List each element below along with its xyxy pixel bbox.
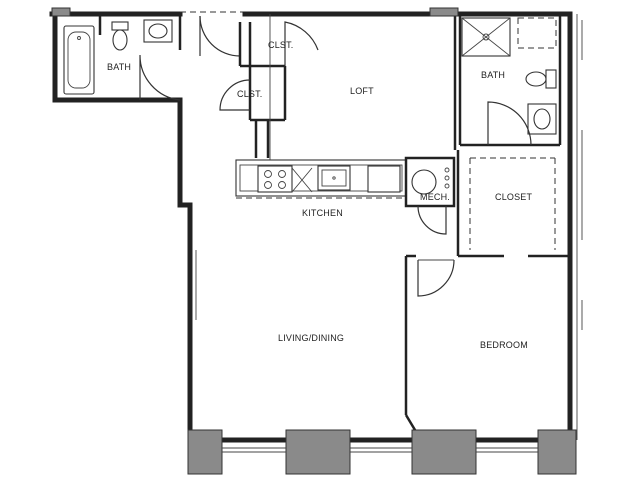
right-bath bbox=[458, 14, 562, 147]
label-bath-right: BATH bbox=[481, 70, 505, 80]
pier bbox=[411, 429, 477, 475]
room-labels: BATH CLST. CLST. LOFT BATH KITCHEN MECH.… bbox=[107, 40, 533, 350]
pier bbox=[187, 429, 223, 475]
top-details bbox=[51, 7, 459, 17]
window-piers bbox=[187, 429, 577, 475]
toilet-icon bbox=[111, 21, 129, 51]
label-mech: MECH. bbox=[420, 192, 450, 202]
pier bbox=[429, 7, 459, 17]
label-closet-lower: CLST. bbox=[237, 89, 263, 99]
pier bbox=[285, 429, 351, 475]
door-swing-icon bbox=[199, 15, 241, 57]
shower-icon bbox=[461, 17, 511, 57]
kitchen bbox=[235, 156, 456, 235]
bathtub-icon bbox=[63, 25, 95, 95]
bedroom bbox=[404, 254, 455, 436]
sink-icon bbox=[317, 165, 351, 191]
label-loft: LOFT bbox=[350, 86, 374, 96]
label-closet-upper: CLST. bbox=[268, 40, 294, 50]
left-bath bbox=[63, 14, 182, 101]
door-swing-icon bbox=[139, 54, 181, 101]
door-swing-icon bbox=[219, 79, 251, 111]
label-bath-left: BATH bbox=[107, 62, 131, 72]
door-swing-icon bbox=[487, 101, 532, 146]
entry-closets bbox=[199, 15, 319, 158]
main-closet bbox=[456, 150, 570, 258]
sink-icon bbox=[527, 103, 557, 135]
label-bedroom: BEDROOM bbox=[480, 340, 528, 350]
door-swing-icon bbox=[417, 205, 447, 235]
refrigerator-icon bbox=[367, 165, 401, 193]
water-heater-icon bbox=[411, 169, 437, 195]
exterior-walls bbox=[49, 11, 583, 443]
pier bbox=[51, 7, 71, 17]
label-closet-main: CLOSET bbox=[495, 192, 533, 202]
toilet-icon bbox=[525, 69, 557, 89]
label-living-dining: LIVING/DINING bbox=[278, 333, 344, 343]
door-swing-icon bbox=[284, 21, 319, 66]
stove-icon bbox=[257, 165, 293, 193]
label-kitchen: KITCHEN bbox=[302, 208, 343, 218]
sink-icon bbox=[143, 19, 173, 43]
door-swing-icon bbox=[417, 259, 455, 297]
loft bbox=[269, 14, 457, 160]
pier bbox=[537, 429, 577, 475]
